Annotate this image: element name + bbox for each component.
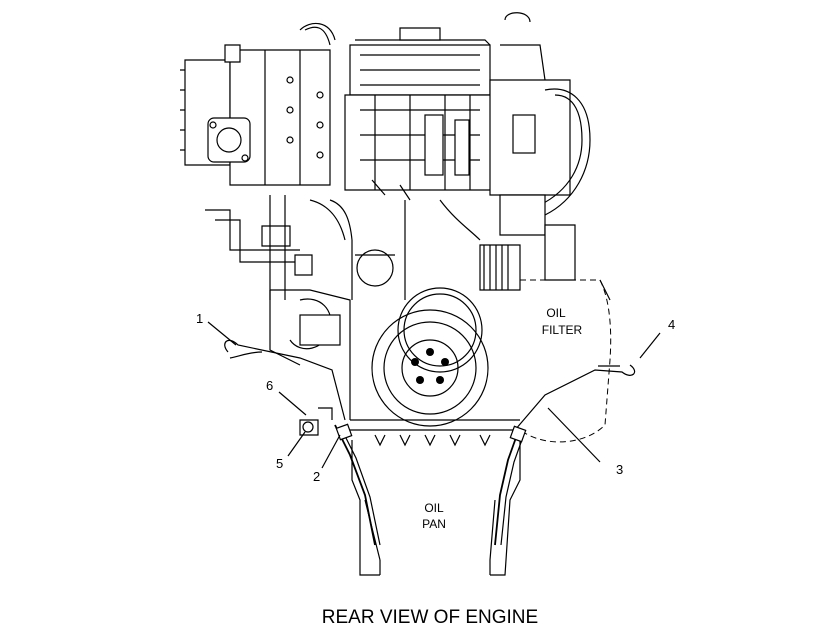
callout-6: 6 [266,378,307,416]
right-components [479,12,591,291]
engine-block [329,199,481,300]
oil-filter-label-line2: FILTER [542,323,583,337]
oil-pan: OIL PAN [350,419,521,576]
dipstick-left [224,339,381,546]
callout-4: 4 [639,317,675,359]
flywheel-housing [269,287,489,427]
intake-manifold [180,22,336,186]
callout-2-label: 2 [313,469,320,484]
dipstick-right [494,364,636,546]
callout-1: 1 [196,311,237,346]
callout-5-label: 5 [276,456,283,471]
dipstick-fitting [299,407,333,436]
callout-4-label: 4 [668,317,675,332]
oil-pan-label-line2: PAN [422,517,446,531]
oil-pan-label-line1: OIL [424,501,444,515]
callout-2: 2 [313,434,341,484]
callout-1-label: 1 [196,311,203,326]
oil-filter: OIL FILTER [519,279,612,443]
callout-6-label: 6 [266,378,273,393]
cylinder-head [344,27,496,201]
oil-filter-label-line1: OIL [546,306,566,320]
callout-3-label: 3 [616,462,623,477]
callout-5: 5 [276,431,306,471]
diagram-caption: REAR VIEW OF ENGINE [322,607,538,628]
left-piping [205,195,346,300]
callout-3: 3 [547,407,623,477]
